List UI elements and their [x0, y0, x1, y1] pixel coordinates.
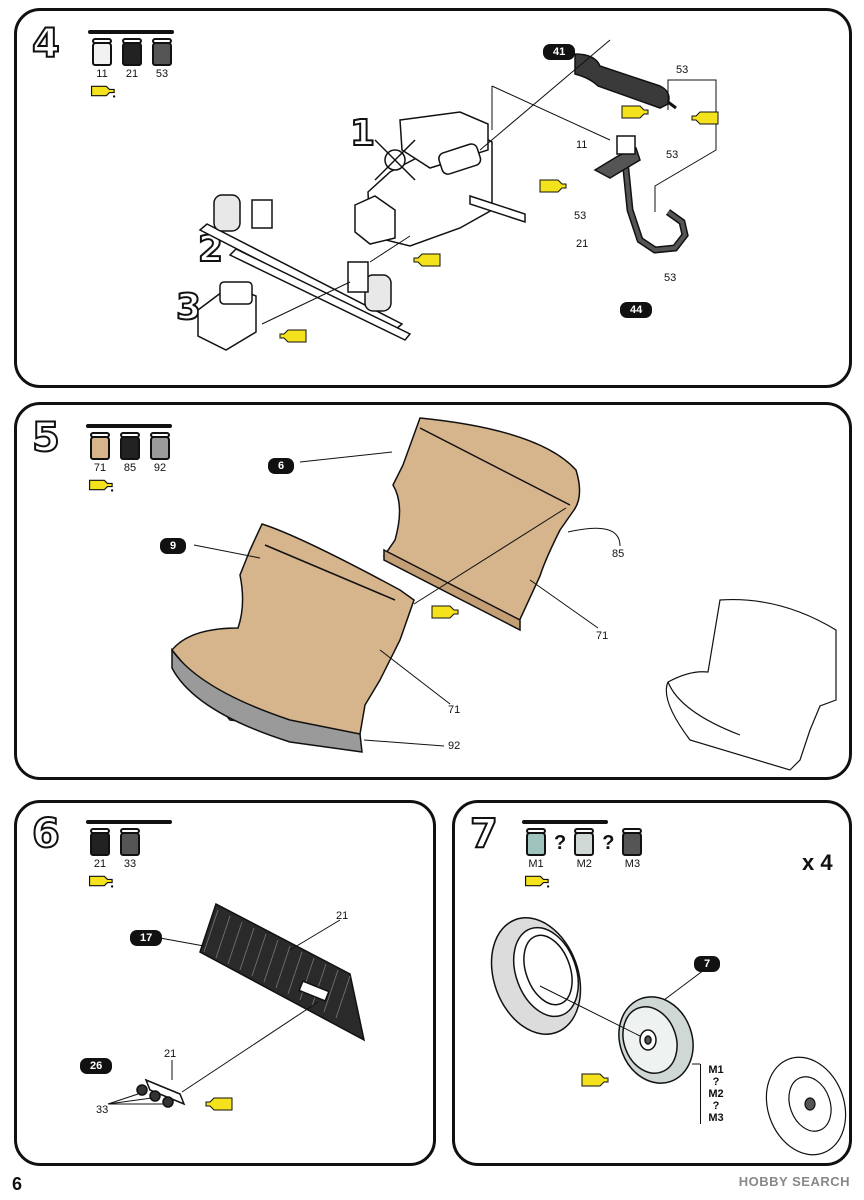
step-6-paint-list: 21 33	[88, 828, 142, 870]
step-7-number: 7	[469, 811, 499, 857]
seat-back	[382, 417, 581, 632]
step-5-number: 5	[31, 415, 61, 461]
paint-callout: 71	[596, 630, 609, 642]
watermark: HOBBY SEARCH	[738, 1174, 850, 1189]
paint-pot: 21	[120, 38, 144, 80]
paint-callout: 33	[96, 1104, 109, 1116]
steering-box	[197, 281, 257, 351]
mix-sign: ?	[602, 832, 615, 854]
tire	[490, 917, 582, 1035]
assembly-lines	[539, 969, 705, 1065]
bumper-part	[136, 1078, 186, 1108]
step-7-paint-list: M1 ? M2 ? M3	[524, 828, 644, 870]
paint-pot: M1	[524, 828, 548, 870]
paintbrush-icon	[86, 424, 172, 428]
paint-pot: 33	[118, 828, 142, 870]
assembled-seat	[665, 598, 837, 771]
paint-callout: 85	[612, 548, 625, 560]
assembly-lines	[107, 919, 341, 1105]
engine	[354, 111, 526, 247]
paint-callout: 21	[576, 238, 589, 250]
page-number: 6	[12, 1174, 23, 1194]
part-tag-44: 44	[620, 302, 653, 318]
step-5-paint-list: 71 85 92	[88, 432, 172, 474]
mix-sign: ?	[554, 832, 567, 854]
paint-pot: M3	[620, 828, 644, 870]
part-tag-41: 41	[543, 44, 576, 60]
seat-cushion	[171, 523, 415, 753]
paintbrush-icon	[88, 30, 174, 34]
paint-callout: 21	[336, 910, 349, 922]
exhaust-pipe	[593, 135, 689, 254]
paint-callout: 21	[164, 1048, 177, 1060]
paint-callout: 53	[574, 210, 587, 222]
step-4-number: 4	[31, 21, 61, 67]
glue-marker	[205, 1097, 233, 1111]
assembled-wheel	[765, 1056, 847, 1156]
paint-pot: 85	[118, 432, 142, 474]
glue-tube-icon	[88, 875, 114, 888]
paint-callout: 92	[448, 740, 461, 752]
wheel-rim	[618, 996, 694, 1084]
paintbrush-icon	[86, 820, 172, 824]
glue-markers	[279, 105, 719, 343]
paint-pot: 53	[150, 38, 174, 80]
assembly-lines	[193, 451, 621, 747]
part-tag-26: 26	[80, 1058, 113, 1074]
quantity-label: x 4	[802, 850, 833, 875]
paint-pot: M2	[572, 828, 596, 870]
paint-callout: 53	[676, 64, 689, 76]
part-tag-7: 7	[694, 956, 721, 972]
glue-tube-icon	[524, 875, 550, 888]
front-axle	[198, 194, 412, 341]
paint-pot: 71	[88, 432, 112, 474]
paint-mix-legend: M1 ? M2 ? M3	[700, 1064, 727, 1124]
part-tag-9: 9	[160, 538, 187, 554]
glue-marker	[581, 1073, 609, 1087]
radiator-grille	[199, 902, 366, 1042]
part-tag-17: 17	[130, 930, 163, 946]
part-tag-6: 6	[268, 458, 295, 474]
paint-pot: 92	[148, 432, 172, 474]
exhaust-muffler	[574, 53, 677, 110]
glue-marker	[431, 605, 459, 619]
glue-tube-icon	[88, 479, 114, 492]
paint-callout: 53	[666, 149, 679, 161]
paint-callout: 71	[448, 704, 461, 716]
glue-tube-icon	[90, 85, 116, 98]
step-4-paint-list: 11 21 53	[90, 38, 174, 80]
paint-callout: 53	[664, 272, 677, 284]
sub-step-1: 1	[349, 113, 376, 154]
paint-callout: 11	[576, 139, 588, 151]
paint-pot: 21	[88, 828, 112, 870]
paintbrush-icon	[522, 820, 608, 824]
step-6-number: 6	[31, 811, 61, 857]
paint-pot: 11	[90, 38, 114, 80]
